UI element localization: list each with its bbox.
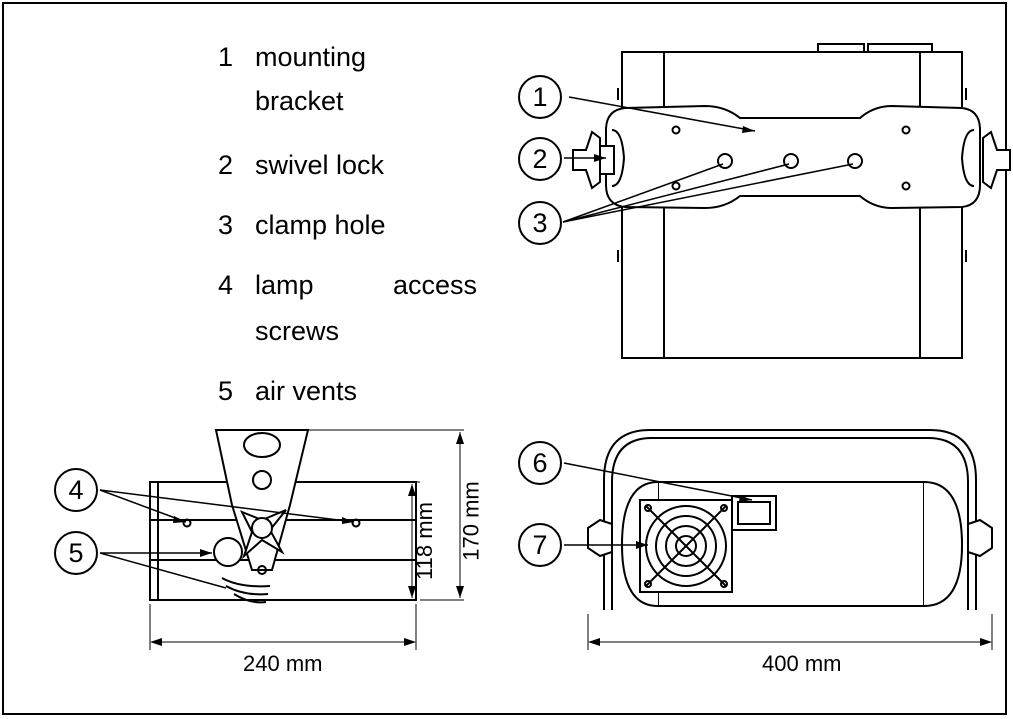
legend-label-1a: mounting xyxy=(255,42,367,72)
top-view-drawing xyxy=(562,43,1011,359)
dimension-body-height: 118 mm xyxy=(411,502,437,580)
callout-5: 5 xyxy=(54,531,98,575)
callout-7: 7 xyxy=(518,523,562,567)
rear-view-drawing xyxy=(563,429,993,650)
legend-label-1b: bracket xyxy=(255,86,344,116)
legend-number-2: 2 xyxy=(218,150,234,180)
dimension-side-width: 240 mm xyxy=(243,651,323,676)
side-view-drawing xyxy=(99,429,464,650)
legend-label-4c: screws xyxy=(255,316,340,346)
dimension-total-height: 170 mm xyxy=(458,481,484,561)
legend-number-3: 3 xyxy=(218,210,234,240)
callout-6: 6 xyxy=(518,441,562,485)
legend-label-4b: access xyxy=(393,270,478,300)
legend-number-5: 5 xyxy=(218,376,234,406)
legend-number-1: 1 xyxy=(218,42,234,72)
dimension-arrowheads xyxy=(150,126,992,646)
legend-label-5: air vents xyxy=(255,376,358,406)
callout-4: 4 xyxy=(54,468,98,512)
legend-label-4a: lamp xyxy=(255,270,314,300)
legend-label-2: swivel lock xyxy=(255,150,385,180)
dimension-rear-width: 400 mm xyxy=(762,651,842,676)
callout-1: 1 xyxy=(518,75,562,119)
legend-number-4: 4 xyxy=(218,270,234,300)
callout-3: 3 xyxy=(518,201,562,245)
legend-label-3: clamp hole xyxy=(255,210,386,240)
callout-2: 2 xyxy=(518,137,562,181)
